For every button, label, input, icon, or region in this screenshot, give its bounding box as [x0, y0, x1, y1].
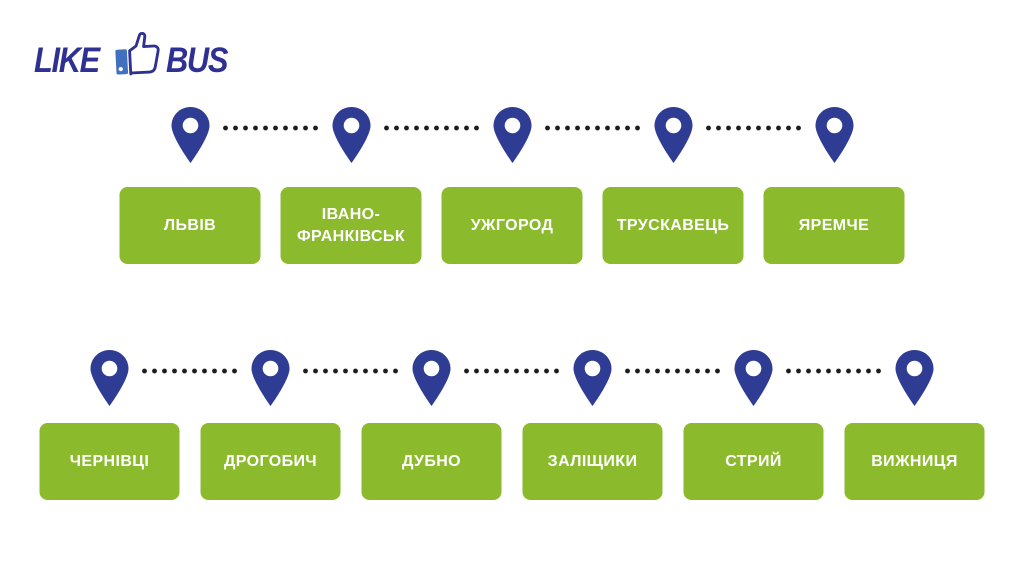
- city-button[interactable]: ІВАНО-ФРАНКІВСЬК: [280, 187, 422, 264]
- map-pin-icon: [895, 349, 935, 407]
- route-pins: [120, 106, 905, 164]
- likebus-logo: LIKE BUS: [34, 31, 235, 84]
- city-button[interactable]: ЗАЛІЩИКИ: [522, 423, 663, 500]
- city-button[interactable]: ДУБНО: [361, 423, 502, 500]
- map-pin-icon: [734, 349, 774, 407]
- map-pin-icon: [170, 106, 210, 164]
- map-pin-icon: [251, 349, 291, 407]
- dotted-route-line: [300, 368, 402, 374]
- dotted-route-line: [381, 125, 482, 131]
- dotted-route-line: [220, 125, 321, 131]
- logo-bus-text: BUS: [165, 41, 228, 80]
- map-pin-icon: [331, 106, 371, 164]
- map-pin-icon: [492, 106, 532, 164]
- dotted-route-line: [622, 368, 724, 374]
- map-pin-icon: [412, 349, 452, 407]
- logo-like-text: LIKE: [34, 41, 100, 80]
- city-button[interactable]: ВИЖНИЦЯ: [844, 423, 985, 500]
- dotted-route-line: [542, 125, 643, 131]
- route-cities: ЧЕРНІВЦІ ДРОГОБИЧ ДУБНО ЗАЛІЩИКИ СТРИЙ ВИЖНИЦ…: [39, 423, 985, 500]
- map-pin-icon: [814, 106, 854, 164]
- dotted-route-line: [703, 125, 804, 131]
- route-pins: [40, 349, 985, 407]
- city-button[interactable]: СТРИЙ: [683, 423, 824, 500]
- thumbs-up-icon: [111, 28, 162, 85]
- dotted-route-line: [461, 368, 563, 374]
- city-button[interactable]: ЧЕРНІВЦІ: [39, 423, 180, 500]
- city-button[interactable]: ДРОГОБИЧ: [200, 423, 341, 500]
- city-button[interactable]: ЛЬВІВ: [119, 187, 261, 264]
- map-pin-icon: [90, 349, 130, 407]
- route-row-bottom: ЧЕРНІВЦІ ДРОГОБИЧ ДУБНО ЗАЛІЩИКИ СТРИЙ ВИЖНИЦ…: [39, 349, 985, 500]
- city-button[interactable]: ЯРЕМЧЕ: [763, 187, 905, 264]
- dotted-route-line: [783, 368, 885, 374]
- city-button[interactable]: ТРУСКАВЕЦЬ: [602, 187, 744, 264]
- map-pin-icon: [653, 106, 693, 164]
- map-pin-icon: [573, 349, 613, 407]
- dotted-route-line: [139, 368, 241, 374]
- city-button[interactable]: УЖГОРОД: [441, 187, 583, 264]
